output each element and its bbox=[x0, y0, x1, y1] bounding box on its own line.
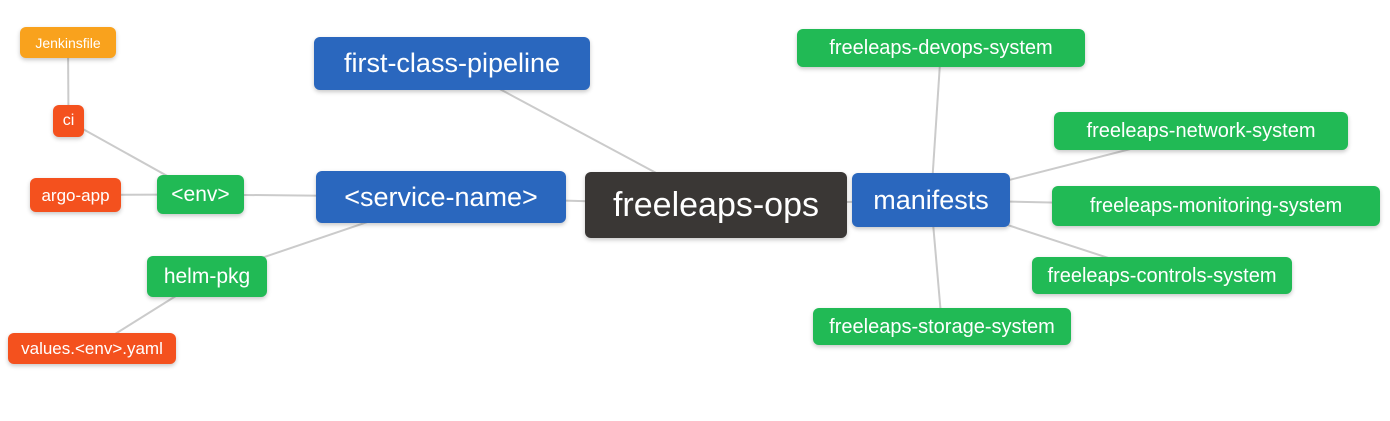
node-label: first-class-pipeline bbox=[343, 48, 561, 78]
node-label: values.<env>.yaml bbox=[21, 339, 163, 358]
node-devops-system[interactable]: freeleaps-devops-system bbox=[797, 29, 1085, 67]
node-label: freeleaps-devops-system bbox=[829, 37, 1053, 59]
node-label: ci bbox=[62, 112, 75, 129]
node-storage-system[interactable]: freeleaps-storage-system bbox=[813, 308, 1071, 345]
node-network-system[interactable]: freeleaps-network-system bbox=[1054, 112, 1348, 150]
node-label: helm-pkg bbox=[163, 265, 251, 288]
node-service-name[interactable]: <service-name> bbox=[316, 171, 566, 223]
node-label: Jenkinsfile bbox=[35, 34, 101, 51]
node-jenkinsfile[interactable]: Jenkinsfile bbox=[20, 27, 116, 58]
node-values-env-yaml[interactable]: values.<env>.yaml bbox=[8, 333, 176, 364]
node-controls-system[interactable]: freeleaps-controls-system bbox=[1032, 257, 1292, 294]
node-label: <env> bbox=[171, 183, 230, 206]
node-label: manifests bbox=[873, 184, 989, 215]
node-monitoring-system[interactable]: freeleaps-monitoring-system bbox=[1052, 186, 1380, 226]
node-helm-pkg[interactable]: helm-pkg bbox=[147, 256, 267, 297]
node-label: argo-app bbox=[41, 185, 110, 205]
node-label: freeleaps-controls-system bbox=[1047, 264, 1277, 287]
node-label: freeleaps-ops bbox=[612, 186, 819, 224]
node-freeleaps-ops[interactable]: freeleaps-ops bbox=[585, 172, 847, 238]
node-argo-app[interactable]: argo-app bbox=[30, 178, 121, 212]
node-env[interactable]: <env> bbox=[157, 175, 244, 214]
node-label: <service-name> bbox=[344, 181, 538, 212]
node-first-class-pipeline[interactable]: first-class-pipeline bbox=[314, 37, 590, 90]
node-label: freeleaps-storage-system bbox=[829, 315, 1055, 338]
node-ci[interactable]: ci bbox=[53, 105, 84, 137]
node-label: freeleaps-network-system bbox=[1086, 120, 1316, 142]
node-manifests[interactable]: manifests bbox=[852, 173, 1010, 227]
node-label: freeleaps-monitoring-system bbox=[1089, 195, 1343, 217]
